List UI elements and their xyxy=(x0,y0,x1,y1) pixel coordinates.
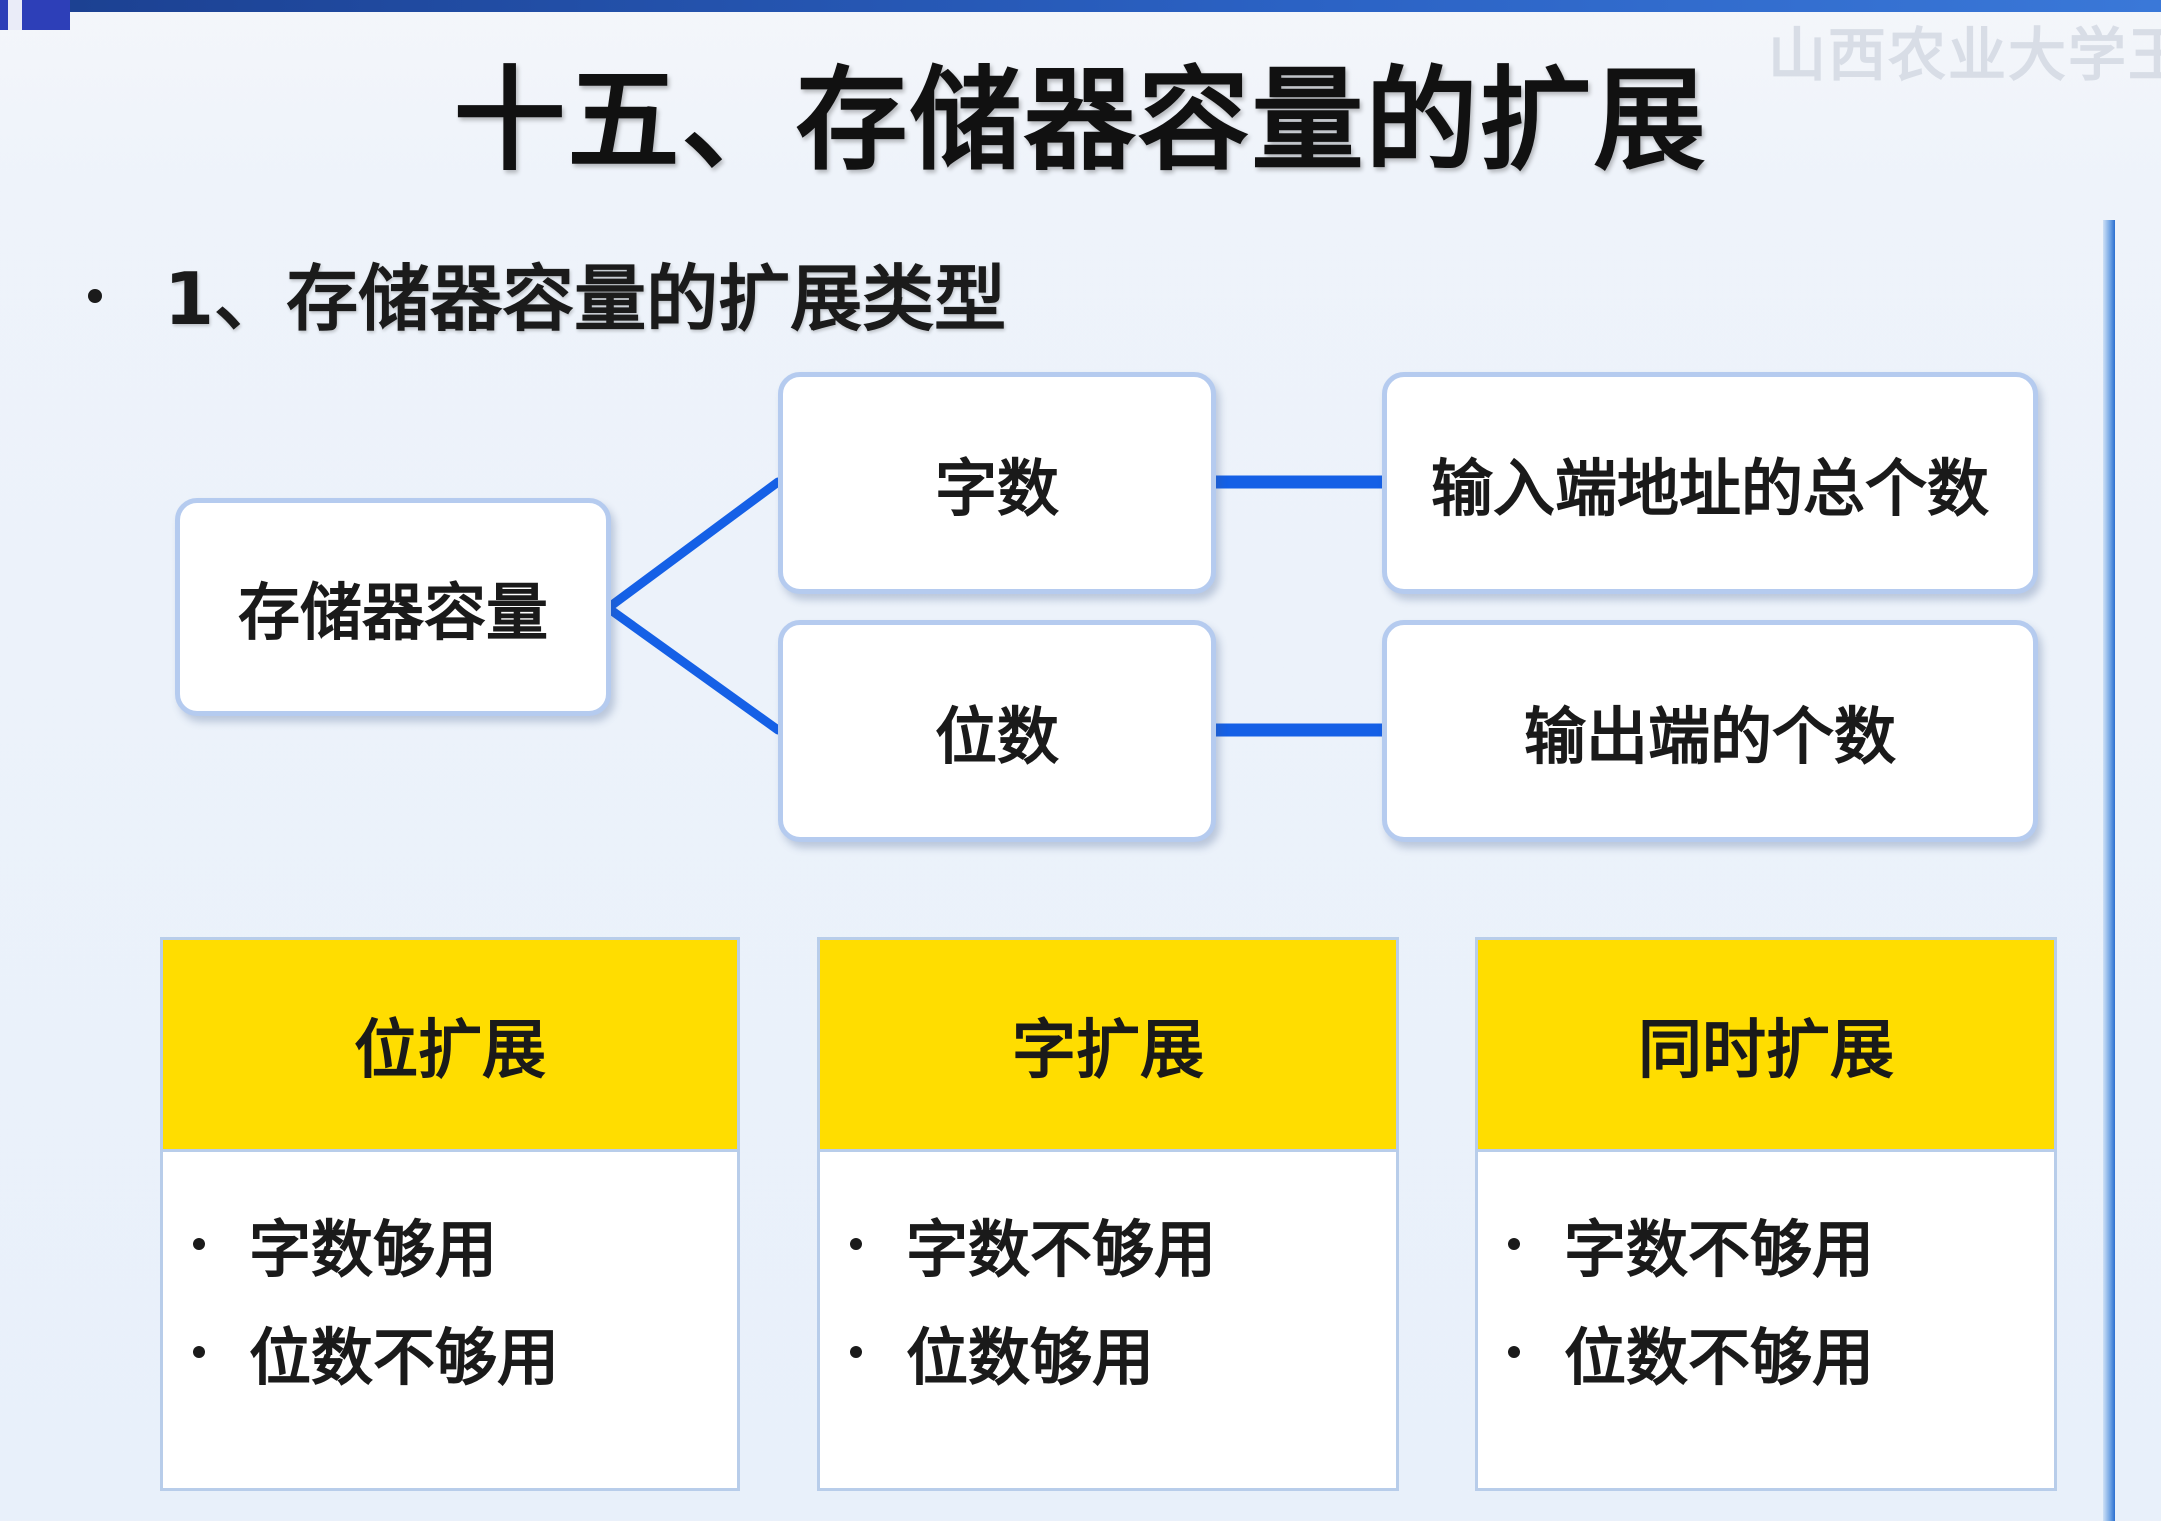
node-memory-capacity: 存储器容量 xyxy=(175,498,611,716)
bullet-dot-icon xyxy=(1508,1238,1520,1250)
node-word-count: 字数 xyxy=(778,372,1216,594)
bullet-dot-icon xyxy=(850,1346,862,1358)
card-word-expansion: 字扩展 字数不够用 位数够用 xyxy=(817,937,1399,1491)
list-item: 位数不够用 xyxy=(1508,1298,2054,1406)
list-item-text: 位数够用 xyxy=(906,1321,1155,1394)
list-item-text: 位数不够用 xyxy=(249,1321,560,1394)
watermark-text: 山西农业大学王 xyxy=(1768,21,2161,89)
list-item-text: 位数不够用 xyxy=(1564,1321,1875,1394)
top-accent-bar xyxy=(0,0,2161,12)
card-title: 字扩展 xyxy=(820,940,1396,1152)
bullet-dot-icon xyxy=(193,1346,205,1358)
node-bit-count: 位数 xyxy=(778,620,1216,842)
list-item: 位数不够用 xyxy=(193,1298,737,1406)
card-body: 字数不够用 位数够用 xyxy=(820,1152,1396,1406)
bullet-dot-icon xyxy=(850,1238,862,1250)
card-bit-expansion: 位扩展 字数够用 位数不够用 xyxy=(160,937,740,1491)
connector-root-to-word-count xyxy=(603,477,783,613)
slide-logo-mark xyxy=(0,0,70,30)
connector-root-to-bit-count xyxy=(603,603,783,735)
slide-title: 十五、存储器容量的扩展 xyxy=(453,56,1708,186)
list-item: 字数够用 xyxy=(193,1190,737,1298)
list-item-text: 字数够用 xyxy=(249,1213,498,1286)
card-simultaneous-expansion: 同时扩展 字数不够用 位数不够用 xyxy=(1475,937,2057,1491)
card-title: 同时扩展 xyxy=(1478,940,2054,1152)
list-item: 字数不够用 xyxy=(850,1190,1396,1298)
card-body: 字数不够用 位数不够用 xyxy=(1478,1152,2054,1406)
bullet-dot-icon xyxy=(1508,1346,1520,1358)
card-title: 位扩展 xyxy=(163,940,737,1152)
section-heading: 1、存储器容量的扩展类型 xyxy=(88,240,1006,345)
list-item: 字数不够用 xyxy=(1508,1190,2054,1298)
node-output-count: 输出端的个数 xyxy=(1382,620,2038,842)
right-edge-accent xyxy=(2103,220,2115,1521)
card-body: 字数够用 位数不够用 xyxy=(163,1152,737,1406)
section-heading-text: 1、存储器容量的扩展类型 xyxy=(164,257,1007,341)
node-input-address-count: 输入端地址的总个数 xyxy=(1382,372,2038,594)
bullet-dot-icon xyxy=(88,289,102,304)
list-item-text: 字数不够用 xyxy=(1564,1213,1875,1286)
bullet-dot-icon xyxy=(193,1238,205,1250)
list-item: 位数够用 xyxy=(850,1298,1396,1406)
list-item-text: 字数不够用 xyxy=(906,1213,1217,1286)
